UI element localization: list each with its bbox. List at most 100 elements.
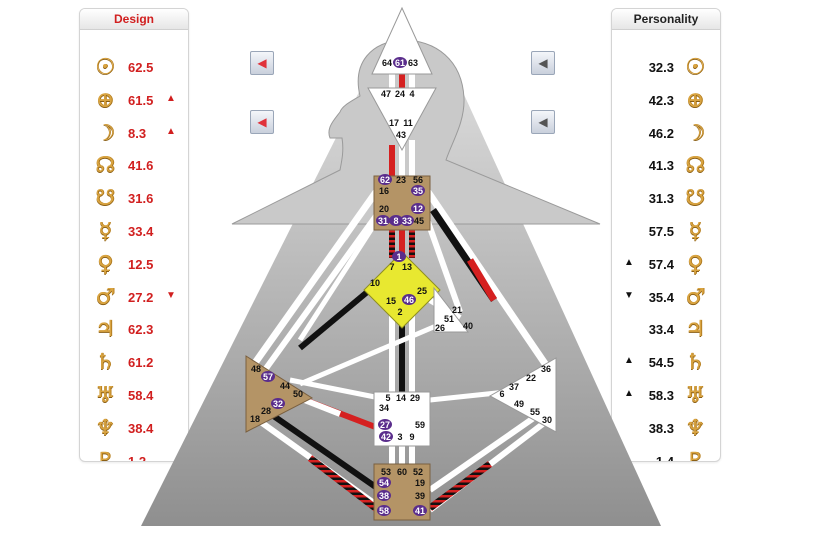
planet-row: ☽46.2 <box>612 118 720 150</box>
activated-gate-marker <box>378 419 392 430</box>
left-arrow-icon: ◀ <box>257 115 267 129</box>
gate-line-value: 1.2 <box>128 453 147 462</box>
planet-row: ☉62.5 <box>80 52 188 84</box>
gate-label: 9 <box>409 432 414 442</box>
exalted-arrow-icon: ▲ <box>624 388 634 399</box>
activated-gate-marker <box>389 215 403 226</box>
gate-label: 7 <box>389 262 394 272</box>
planet-row: ♀12.5 <box>80 249 188 281</box>
gate-line-value: 8.3 <box>128 125 147 141</box>
gate-line-value: 38.3 <box>648 420 674 436</box>
gate-label: 3 <box>397 432 402 442</box>
activated-gate-marker <box>377 477 391 488</box>
detriment-arrow-icon: ▼ <box>624 289 634 301</box>
jupiter-icon: ♃ <box>685 317 705 343</box>
gate-line-value: 33.4 <box>648 322 674 338</box>
gate-label: 11 <box>403 118 413 128</box>
planet-row: ♀57.4▲ <box>612 249 720 281</box>
gate-line-value: 41.3 <box>648 158 674 174</box>
gate-line-value: 31.6 <box>128 191 154 207</box>
gate-label: 30 <box>542 415 552 425</box>
gate-label: 61 <box>395 58 405 68</box>
gate-label: 19 <box>415 478 425 488</box>
g-center <box>363 251 441 329</box>
gate-label: 32 <box>273 399 283 409</box>
exalted-arrow-icon: ▲ <box>624 256 634 268</box>
planet-row: ♆ 38.3 <box>612 413 720 445</box>
activated-gate-marker <box>271 398 285 409</box>
planet-row: ♃ 33.4 <box>612 314 720 346</box>
left-arrow-icon: ◀ <box>538 115 548 129</box>
gate-line-value: 61.2 <box>128 355 154 371</box>
gate-label: 54 <box>379 478 389 488</box>
gate-label: 47 <box>381 89 391 99</box>
gate-line-value: 46.2 <box>648 125 674 141</box>
north-node-icon: ☊ <box>685 153 705 179</box>
gate-label: 63 <box>408 58 418 68</box>
gate-line-value: 58.3 <box>648 388 674 403</box>
gate-label: 29 <box>410 393 420 403</box>
personality-prev-button[interactable]: ◀ <box>531 51 555 75</box>
activated-gate-marker <box>261 371 275 382</box>
pluto-icon: ♇ <box>685 448 705 462</box>
gate-label: 56 <box>413 175 423 185</box>
detriment-arrow-icon: ▼ <box>166 289 176 301</box>
planet-row: ♇1.4 <box>612 446 720 462</box>
sacral-center <box>373 391 431 447</box>
planet-row: ♃62.3 <box>80 314 188 346</box>
gate-line-value: 35.4 <box>648 289 674 305</box>
planet-row: ♂ 35.4 ▼ <box>612 282 720 314</box>
planet-row: ♅ 58.3 ▲ <box>612 380 720 412</box>
uranus-icon: ♅ <box>95 383 115 408</box>
planet-row: ☽8.3▲ <box>80 118 188 150</box>
design-prev-button[interactable]: ◀ <box>250 51 274 75</box>
activated-gate-marker <box>400 215 414 226</box>
gate-label: 26 <box>435 323 445 333</box>
gate-label: 58 <box>379 506 389 516</box>
moon-icon: ☽ <box>95 120 115 146</box>
exalted-arrow-icon: ▲ <box>166 92 176 104</box>
gate-label: 53 <box>381 467 391 477</box>
planet-row: ☿57.5 <box>612 216 720 248</box>
gate-label: 39 <box>415 491 425 501</box>
gate-label: 40 <box>463 321 473 331</box>
gate-label: 21 <box>452 305 462 315</box>
gate-label: 16 <box>379 186 389 196</box>
gate-label: 51 <box>444 314 454 324</box>
gate-line-value: 33.4 <box>128 224 154 239</box>
gate-label: 41 <box>415 506 425 516</box>
planet-row: ♄61.2 <box>80 347 188 379</box>
personality-panel-title: Personality <box>612 9 720 30</box>
activated-gate-marker <box>392 251 406 262</box>
mars-icon: ♂ <box>685 284 705 310</box>
gate-label: 50 <box>293 389 303 399</box>
gate-label: 64 <box>382 58 392 68</box>
activated-gate-marker <box>411 185 425 196</box>
gate-label: 18 <box>250 414 260 424</box>
sun-icon: ☉ <box>95 55 115 80</box>
gate-label: 62 <box>380 175 390 185</box>
pluto-icon: ♇ <box>95 448 115 462</box>
venus-icon: ♀ <box>686 251 704 277</box>
gate-label: 12 <box>413 204 423 214</box>
gate-label: 2 <box>397 307 402 317</box>
neptune-icon: ♆ <box>685 415 705 441</box>
activated-gate-marker <box>378 174 392 185</box>
activated-gate-marker <box>376 215 390 226</box>
uranus-icon: ♅ <box>685 383 705 408</box>
planet-row: ☿33.4 <box>80 216 188 248</box>
design-panel-title: Design <box>80 9 188 30</box>
planet-row: ♇ 1.2 <box>80 446 188 462</box>
gate-label: 45 <box>414 216 424 226</box>
gate-label: 8 <box>393 216 398 226</box>
gate-label: 55 <box>530 407 540 417</box>
personality-prev-step-button[interactable]: ◀ <box>531 110 555 134</box>
gate-label: 35 <box>413 186 423 196</box>
design-prev-step-button[interactable]: ◀ <box>250 110 274 134</box>
sun-icon: ☉ <box>685 55 705 80</box>
activated-gate-marker <box>411 203 425 214</box>
gate-line-value: 38.4 <box>128 420 154 436</box>
gate-label: 20 <box>379 204 389 214</box>
gate-label: 59 <box>415 420 425 430</box>
